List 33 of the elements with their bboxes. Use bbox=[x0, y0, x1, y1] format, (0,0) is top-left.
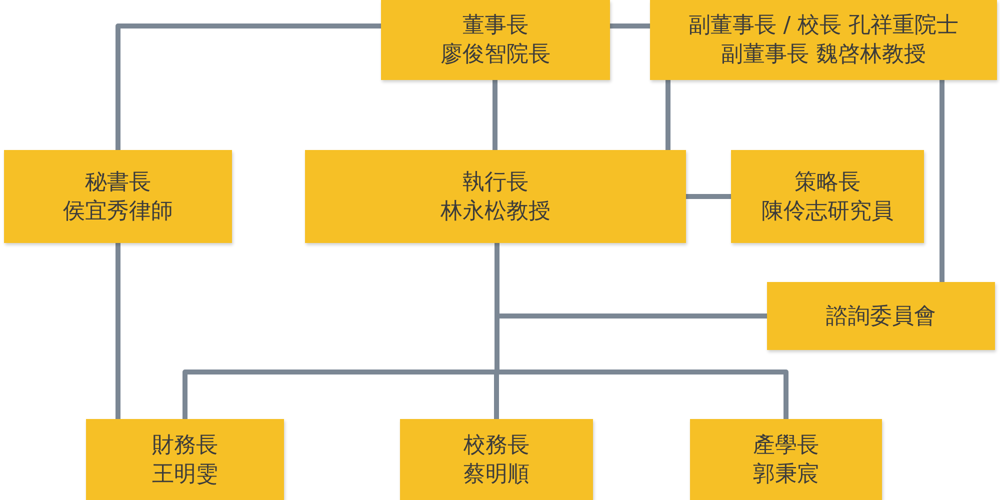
role-title: 秘書長 bbox=[85, 168, 151, 196]
role-title: 董事長 bbox=[462, 12, 528, 40]
org-box bbox=[86, 419, 284, 500]
org-box bbox=[400, 419, 593, 500]
person-name: 副董事長 魏啓林教授 bbox=[721, 41, 926, 69]
org-box bbox=[650, 0, 997, 80]
person-name: 林永松教授 bbox=[440, 198, 550, 226]
org-box bbox=[4, 150, 232, 243]
role-title: 產學長 bbox=[753, 432, 819, 460]
org-box bbox=[690, 419, 882, 500]
connector-line bbox=[610, 24, 650, 28]
connector-line bbox=[686, 194, 731, 199]
org-box bbox=[305, 150, 686, 243]
committee-name: 諮詢委員會 bbox=[826, 302, 936, 330]
org-box bbox=[381, 0, 610, 80]
person-name: 廖俊智院長 bbox=[440, 41, 550, 69]
role-title: 策略長 bbox=[794, 168, 860, 196]
role-title: 執行長 bbox=[462, 168, 528, 196]
role-title: 財務長 bbox=[152, 432, 218, 460]
connector-line bbox=[116, 243, 120, 419]
connector-line bbox=[116, 24, 381, 150]
connector-line bbox=[940, 80, 944, 282]
role-title: 校務長 bbox=[464, 432, 530, 460]
org-box bbox=[767, 282, 995, 350]
person-name: 侯宜秀律師 bbox=[63, 198, 173, 226]
connector-line bbox=[666, 80, 670, 150]
connector-line bbox=[492, 80, 498, 150]
org-box bbox=[731, 150, 924, 243]
person-name: 王明雯 bbox=[152, 460, 218, 488]
person-name: 陳伶志研究員 bbox=[762, 198, 894, 226]
role-title: 副董事長 / 校長 孔祥重院士 bbox=[688, 12, 959, 40]
person-name: 蔡明順 bbox=[464, 460, 530, 488]
person-name: 郭秉宸 bbox=[753, 460, 819, 488]
